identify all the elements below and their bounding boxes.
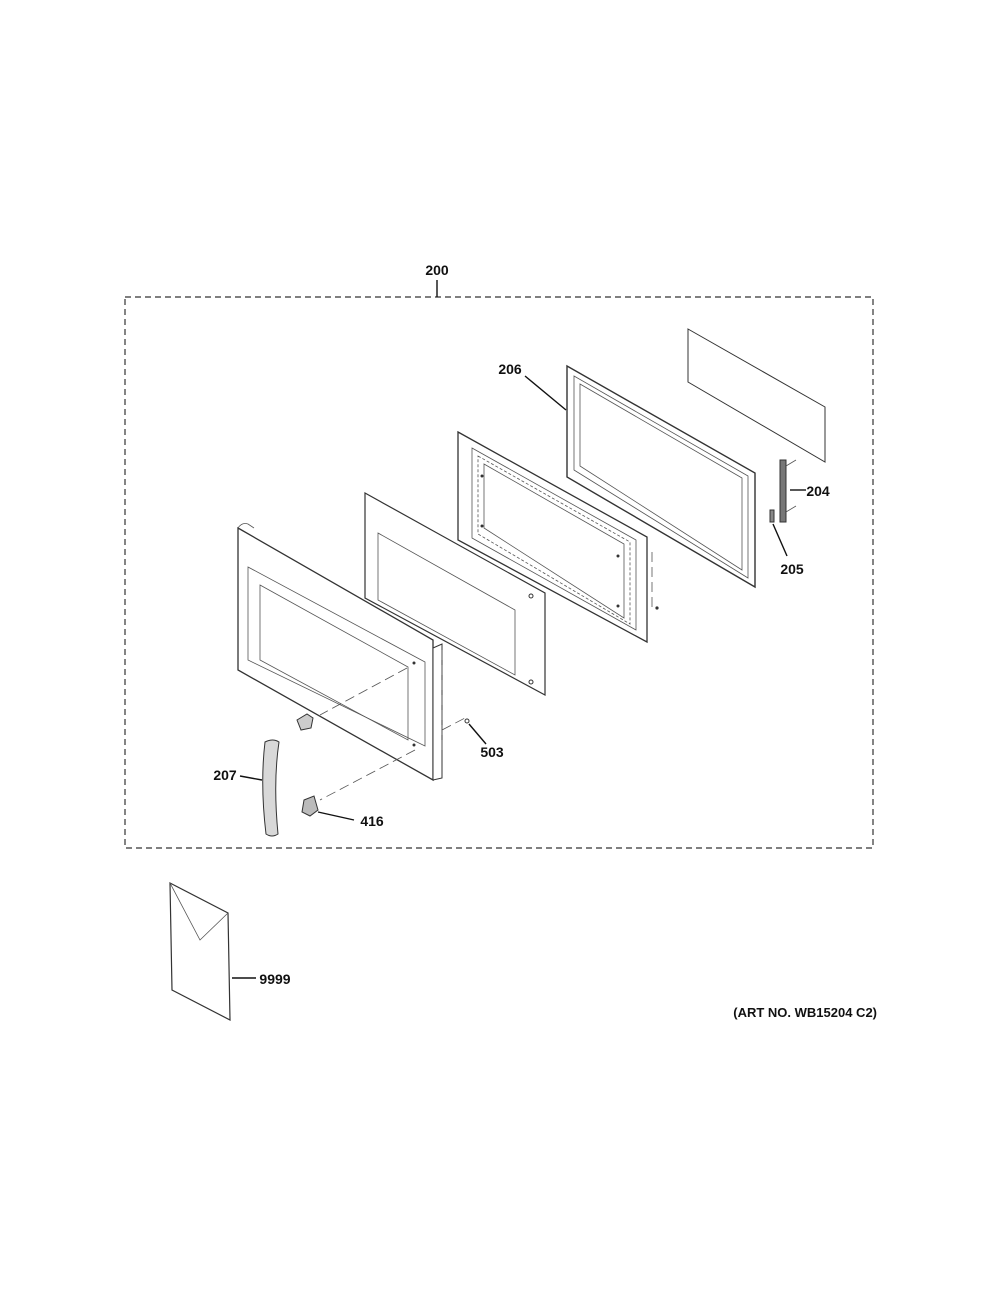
door-front-part [237,523,443,782]
latch-part [301,795,319,817]
assembly-callout[interactable]: 200 [425,262,449,278]
latch-path-line-2 [319,667,408,716]
door-frame-part [566,364,756,589]
spring-callout[interactable]: 205 [780,561,804,577]
art-number: (ART NO. WB15204 C2) [733,1005,877,1020]
handle-part [262,739,280,837]
screw-leader [468,723,487,745]
rear-glass-part [687,328,826,463]
latch-path-line-3 [319,749,416,801]
latch-callout[interactable]: 416 [360,813,384,829]
screw-callout[interactable]: 503 [480,744,504,760]
literature-callout[interactable]: 9999 [259,971,290,987]
handle-callout[interactable]: 207 [213,767,237,783]
latch-lever-part [296,713,314,731]
bracket-part [779,459,797,523]
spring-part [769,509,775,523]
assembly-boundary [124,296,874,849]
screw-part [655,606,659,610]
screw-503-part [464,718,470,724]
latch-leader [317,811,355,821]
frame-leader [524,375,567,411]
handle-leader [239,775,263,781]
literature-envelope-part [169,882,231,1021]
bracket-callout[interactable]: 204 [806,483,830,499]
spring-leader [772,523,788,557]
glass-panel-part [364,491,546,697]
frame-callout[interactable]: 206 [498,361,522,377]
choke-panel-part [457,430,648,644]
screw-path-line-2 [441,717,466,731]
